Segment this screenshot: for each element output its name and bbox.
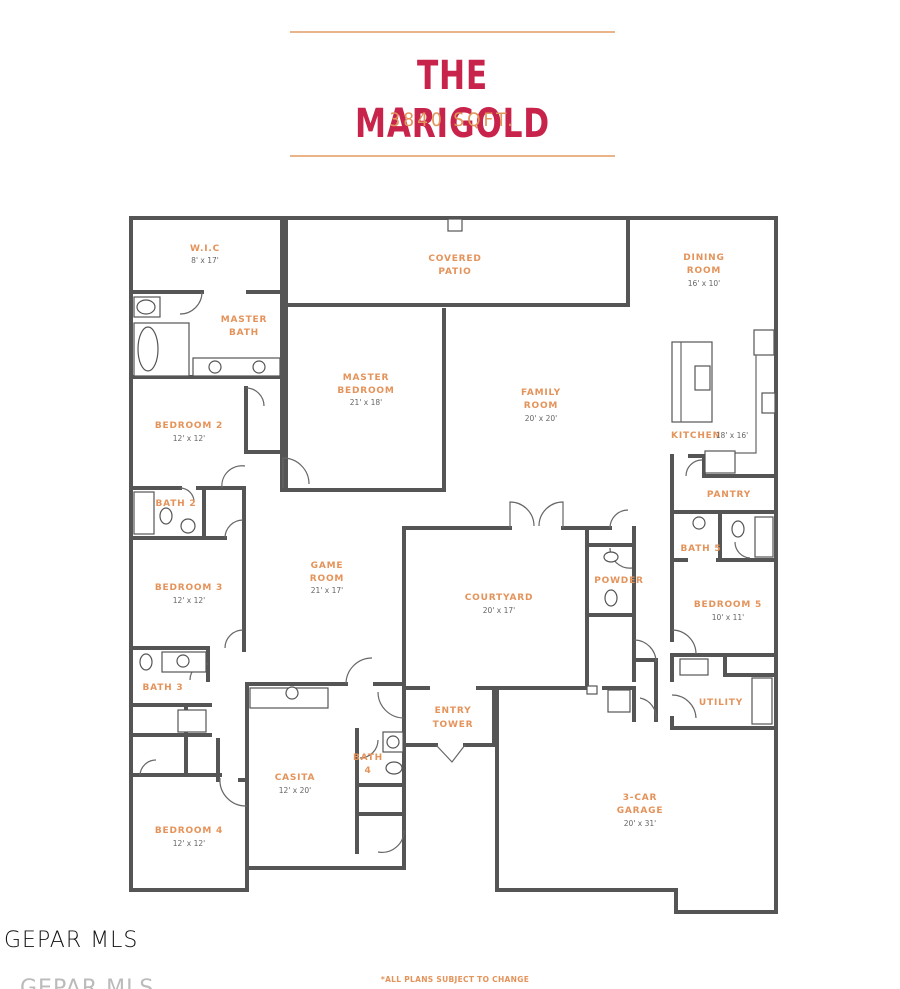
room-label-dining: DINING: [683, 253, 724, 263]
room-dim-courtyard: 20' x 17': [483, 606, 515, 615]
water-heater-icon: [607, 689, 631, 713]
room-label-courtyard: COURTYARD: [465, 593, 533, 603]
room-label-master-bath: MASTER: [221, 315, 267, 325]
toilet-icon: [139, 653, 153, 671]
room-label-bath-3: BATH 3: [143, 683, 184, 693]
room-label-covered-patio: COVERED: [428, 254, 481, 264]
toilet-icon: [604, 589, 618, 607]
interior-walls-left: [129, 216, 406, 870]
room-dim-casita: 12' x 20': [279, 786, 311, 795]
room-label-utility: UTILITY: [699, 698, 743, 708]
room-label-entry-tower-2: TOWER: [433, 720, 474, 730]
room-label-garage: 3-CAR: [623, 793, 658, 803]
room-label-bedroom-2: BEDROOM 2: [155, 421, 223, 431]
sink-icon: [180, 518, 196, 534]
room-dim-family-room: 20' x 20': [525, 414, 557, 423]
exterior-walls: [129, 216, 778, 914]
room-label-master-bedroom-2: BEDROOM: [337, 386, 394, 396]
room-label-bath-4: BATH: [353, 753, 383, 763]
fixtures: [133, 218, 776, 775]
room-label-bedroom-3: BEDROOM 3: [155, 583, 223, 593]
room-label-master-bath-2: BATH: [229, 328, 259, 338]
room-label-bath-4-2: 4: [364, 766, 371, 776]
bathtub-icon: [133, 491, 155, 535]
room-dim-dining: 16' x 10': [688, 279, 720, 288]
door-swings: [139, 291, 751, 853]
room-label-family-room: FAMILY: [521, 388, 561, 398]
counter-icon: [704, 450, 736, 474]
sink-icon: [679, 658, 709, 676]
column-icon: [447, 218, 463, 232]
room-dim-kitchen: 18' x 16': [716, 431, 748, 440]
sink-icon: [603, 551, 619, 563]
mls-watermark-faded: GEPAR MLS: [20, 976, 155, 989]
room-label-pantry: PANTRY: [707, 490, 751, 500]
room-label-bath-2: BATH 2: [156, 499, 197, 509]
room-dim-game-room: 21' x 17': [311, 586, 343, 595]
room-dim-bedroom-2: 12' x 12': [173, 434, 205, 443]
room-label-game-room-2: ROOM: [310, 574, 344, 584]
sink-icon: [692, 516, 706, 530]
vanity-icon: [192, 357, 281, 377]
toilet-icon: [159, 507, 173, 525]
room-dim-wic: 8' x 17': [191, 256, 219, 265]
room-label-powder: POWDER: [594, 576, 644, 586]
room-label-dining-2: ROOM: [687, 266, 721, 276]
room-dim-master-bedroom: 21' x 18': [350, 398, 382, 407]
toilet-icon: [385, 761, 403, 775]
room-label-bedroom-4: BEDROOM 4: [155, 826, 223, 836]
room-label-family-room-2: ROOM: [524, 401, 558, 411]
plan-title: THE MARIGOLD: [355, 53, 550, 147]
room-label-garage-2: GARAGE: [617, 806, 664, 816]
room-label-covered-patio-2: PATIO: [438, 267, 471, 277]
room-labels: W.I.C 8' x 17' COVERED PATIO DINING ROOM…: [143, 244, 762, 848]
room-label-master-bedroom: MASTER: [343, 373, 389, 383]
mls-watermark: GEPAR MLS: [4, 928, 139, 953]
sink-icon: [694, 365, 711, 391]
interior-walls-center: [284, 303, 778, 747]
header-rule-bottom: [290, 155, 615, 157]
plan-square-footage: 3840 SQFT.: [389, 109, 516, 131]
room-dim-garage: 20' x 31': [624, 819, 656, 828]
washer-icon: [177, 709, 207, 733]
room-label-bedroom-5: BEDROOM 5: [694, 600, 762, 610]
plan-header: THE MARIGOLD 3840 SQFT.: [0, 0, 900, 180]
bathtub-icon: [754, 516, 774, 558]
room-label-wic: W.I.C: [190, 244, 220, 254]
toilet-icon: [731, 520, 745, 538]
header-rule-top: [290, 31, 615, 33]
room-label-kitchen: KITCHEN: [671, 431, 721, 441]
room-dim-bedroom-5: 10' x 11': [712, 613, 744, 622]
room-dim-bedroom-3: 12' x 12': [173, 596, 205, 605]
room-label-game-room: GAME: [311, 561, 344, 571]
washer-dryer-icon: [751, 677, 773, 725]
plans-disclaimer: *ALL PLANS SUBJECT TO CHANGE: [380, 975, 530, 984]
room-label-bath-5: BATH 5: [681, 544, 722, 554]
panel-icon: [586, 685, 598, 695]
range-icon: [761, 392, 776, 414]
room-label-entry-tower: ENTRY: [435, 706, 472, 716]
room-dim-bedroom-4: 12' x 12': [173, 839, 205, 848]
fridge-icon: [753, 329, 775, 356]
room-label-casita: CASITA: [275, 773, 316, 783]
